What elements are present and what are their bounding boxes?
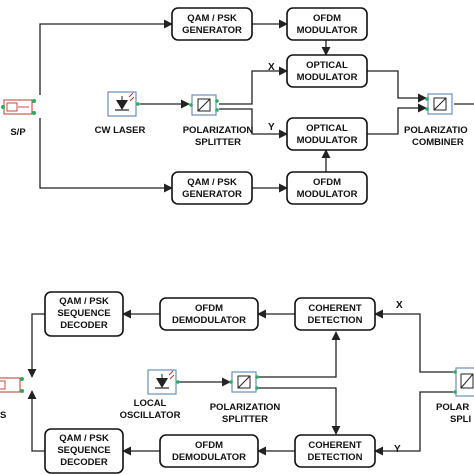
demod-bottom-line1: OFDM — [195, 440, 223, 451]
coh-top-line2: DETECTION — [308, 315, 363, 326]
sp-label: S/P — [10, 127, 26, 138]
sp-converter-icon — [1, 99, 36, 115]
lo-label-line2: OSCILLATOR — [120, 410, 181, 421]
ofdm-modulator-top: OFDM MODULATOR — [286, 7, 368, 41]
qam-psk-decoder-top: QAM / PSK SEQUENCE DECODER — [44, 291, 124, 337]
polarization-splitter-icon — [189, 94, 219, 116]
ofdm-bottom-line1: OFDM — [313, 177, 341, 188]
opt-top-line1: OPTICAL — [306, 60, 348, 71]
wire-sp-to-qam-bottom — [39, 118, 173, 193]
cw-laser-label: CW LASER — [95, 125, 146, 136]
coh-top-line1: COHERENT — [308, 303, 362, 314]
qam-psk-decoder-bottom: QAM / PSK SEQUENCE DECODER — [44, 428, 124, 474]
lo-label-line1: LOCAL — [134, 398, 167, 409]
opt-bottom-line1: OPTICAL — [306, 123, 348, 134]
optical-modulator-bottom: OPTICAL MODULATOR — [286, 117, 368, 151]
wire-sp-to-qam-top — [39, 19, 173, 95]
local-oscillator-icon — [147, 369, 180, 395]
wire-rx-splitter-to-coh-bottom — [258, 387, 341, 435]
ofdm-top-line2: MODULATOR — [297, 25, 358, 36]
ofdm-modulator-bottom: OFDM MODULATOR — [286, 171, 368, 205]
coh-bottom-line1: COHERENT — [308, 440, 362, 451]
optical-modulator-top: OPTICAL MODULATOR — [286, 54, 368, 88]
right-splitter-label-line2: SPLI — [450, 414, 471, 425]
combiner-label-line2: COMBINER — [412, 137, 464, 148]
receiver-section: X Y QAM / PSK SEQUENCE DECODER OFDM DEMO… — [0, 291, 474, 474]
coherent-detection-top: COHERENT DETECTION — [294, 297, 376, 331]
left-ps-label: S — [0, 410, 6, 421]
dec-top-line3: DECODER — [60, 320, 108, 331]
wire-splitter-to-opt-top-x — [219, 66, 288, 105]
x-polarization-label: X — [268, 62, 275, 73]
cw-laser-icon — [107, 91, 140, 117]
dec-top-line1: QAM / PSK — [59, 296, 109, 307]
dec-bottom-line3: DECODER — [60, 457, 108, 468]
wire-right-splitter-to-coh-bottom-y — [374, 391, 453, 456]
ofdm-top-line1: OFDM — [313, 13, 341, 24]
y-polarization-label: Y — [268, 122, 275, 133]
dec-bottom-line2: SEQUENCE — [57, 445, 110, 456]
rx-splitter-label-line2: SPLITTER — [222, 414, 268, 425]
qam-bottom-line2: GENERATOR — [182, 189, 242, 200]
qam-top-line1: QAM / PSK — [187, 13, 237, 24]
right-polarization-splitter-icon — [453, 367, 474, 397]
coh-bottom-line2: DETECTION — [308, 452, 363, 463]
opt-bottom-line2: MODULATOR — [297, 135, 358, 146]
tx-splitter-label-line2: SPLITTER — [195, 137, 241, 148]
combiner-label-line1: POLARIZATIO — [404, 125, 468, 136]
qam-bottom-line1: QAM / PSK — [187, 177, 237, 188]
wire-opt-top-to-combiner — [367, 70, 427, 103]
demod-top-line2: DEMODULATOR — [172, 315, 246, 326]
qam-psk-generator-bottom: QAM / PSK GENERATOR — [171, 171, 253, 205]
ps-converter-icon — [0, 377, 24, 393]
wire-decoder-top-to-left — [27, 313, 45, 378]
ofdm-bottom-line2: MODULATOR — [297, 189, 358, 200]
qam-psk-generator-top: QAM / PSK GENERATOR — [171, 7, 253, 41]
rx-x-polarization-label: X — [396, 300, 403, 311]
right-splitter-label-line1: POLAR — [436, 402, 469, 413]
tx-splitter-label-line1: POLARIZATION — [183, 125, 254, 136]
wire-decoder-bottom-to-left — [27, 390, 45, 452]
demod-bottom-line2: DEMODULATOR — [172, 452, 246, 463]
dec-bottom-line1: QAM / PSK — [59, 433, 109, 444]
qam-top-line2: GENERATOR — [182, 25, 242, 36]
ofdm-demodulator-bottom: OFDM DEMODULATOR — [159, 434, 259, 468]
opt-top-line2: MODULATOR — [297, 72, 358, 83]
rx-polarization-splitter-icon — [229, 371, 259, 393]
polarization-combiner-icon — [425, 93, 453, 115]
transmitter-section: X Y S/P QAM / PSK GENERATOR OFDM MODULAT… — [1, 7, 474, 205]
ofdm-demodulator-top: OFDM DEMODULATOR — [159, 297, 259, 331]
coherent-detection-bottom: COHERENT DETECTION — [294, 434, 376, 468]
wire-right-splitter-to-coh-top-x — [374, 309, 453, 373]
wire-splitter-to-opt-bottom-y — [219, 108, 288, 139]
dec-top-line2: SEQUENCE — [57, 308, 110, 319]
wire-rx-splitter-to-coh-top — [258, 331, 341, 378]
wire-opt-bottom-to-combiner — [367, 103, 427, 135]
rx-splitter-label-line1: POLARIZATION — [210, 402, 281, 413]
demod-top-line1: OFDM — [195, 303, 223, 314]
rx-y-polarization-label: Y — [394, 444, 401, 455]
